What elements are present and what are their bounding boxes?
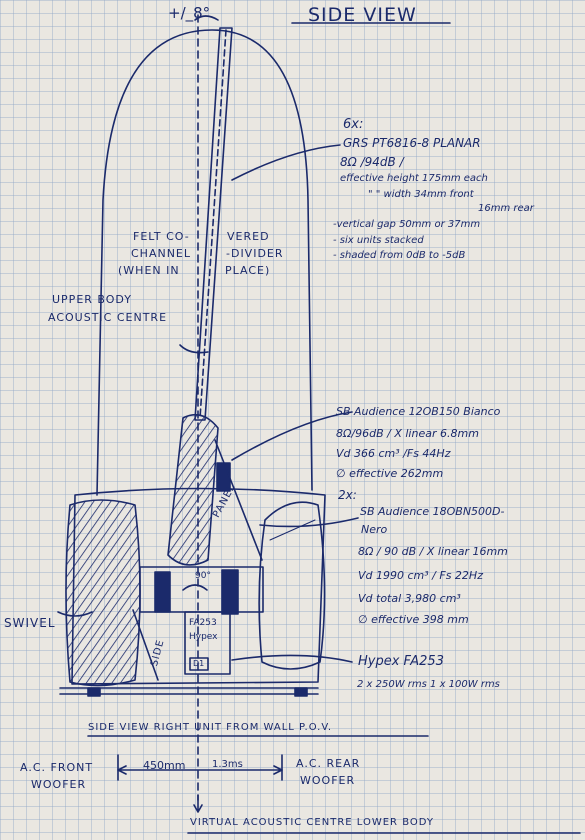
swivel-label: SWIVEL [4, 616, 56, 630]
angle-arc [194, 15, 219, 21]
front-woofer-line-1: A.C. FRONT [20, 761, 94, 774]
dimension-arrow-left [117, 765, 283, 775]
bottom-caption: SIDE VIEW RIGHT UNIT FROM WALL P.O.V. [88, 722, 333, 733]
amp-small-label: D1 [193, 659, 205, 668]
nero-leader [259, 517, 359, 528]
ninety-degree-label: 90° [195, 571, 211, 581]
upper-centre-leader [179, 344, 209, 354]
planar-impedance: 8Ω /94dB / [340, 155, 404, 169]
ninety-degree-arc [182, 584, 208, 591]
bianco-spec-3: ∅ effective 262mm [336, 467, 444, 480]
front-woofer [65, 499, 141, 687]
nero-spec-1: 8Ω / 90 dB / X linear 16mm [358, 545, 508, 558]
magnet-right [221, 569, 239, 615]
nero-spec-4: ∅ effective 398 mm [358, 613, 469, 626]
rear-woofer-line-2: WOOFER [300, 774, 356, 787]
nero-spec-2: Vd 1990 cm³ / Fs 22Hz [358, 569, 483, 582]
planar-shaded: - shaded from 0dB to -5dB [333, 250, 466, 261]
amp-box [184, 611, 231, 675]
planar-leader [231, 144, 341, 181]
amp-box-line-2: Hypex [189, 632, 218, 642]
bianco-driver [167, 413, 219, 566]
nero-model-2: Nero [361, 523, 388, 536]
foot-right [294, 687, 308, 697]
front-woofer-line-2: WOOFER [31, 778, 87, 791]
planar-width-front: " " width 34mm front [368, 189, 474, 200]
planar-vertical-gap: -vertical gap 50mm or 37mm [333, 219, 481, 230]
angle-label: +/_8° [168, 4, 211, 22]
bianco-leader [231, 411, 353, 461]
planar-count: 6x: [343, 117, 364, 132]
bianco-model: SB Audience 12OB150 Bianco [336, 405, 501, 418]
hypex-leader [231, 654, 353, 663]
felt-line-1b: VERED [227, 230, 270, 243]
planar-effective-height: effective height 175mm each [340, 173, 488, 184]
planar-width-rear: 16mm rear [478, 203, 534, 214]
planar-stacked: - six units stacked [333, 235, 424, 246]
felt-line-2a: CHANNEL [131, 247, 192, 260]
nero-spec-3: Vd total 3,980 cm³ [358, 592, 461, 605]
felt-line-3a: (WHEN IN [118, 264, 180, 277]
hypex-model: Hypex FA253 [358, 654, 444, 669]
time-label: 1.3ms [212, 759, 243, 770]
swivel-leader [57, 611, 93, 617]
upper-body-line-2: ACOUSTIC CENTRE [48, 311, 168, 324]
upper-body-outline [96, 29, 313, 496]
felt-line-1a: FELT CO- [133, 230, 190, 243]
virtual-centre-arrow [193, 794, 203, 813]
magnet-left [154, 571, 171, 613]
hypex-power: 2 x 250W rms 1 x 100W rms [357, 679, 500, 690]
planar-model: GRS PT6816-8 PLANAR [343, 136, 481, 150]
bianco-spec-1: 8Ω/96dB / X linear 6.8mm [336, 427, 479, 440]
virtual-centre-label: VIRTUAL ACOUSTIC CENTRE LOWER BODY [190, 817, 435, 828]
rear-woofer [258, 501, 326, 670]
foot-left [87, 687, 101, 697]
panel-slant [214, 439, 263, 561]
rear-woofer-line-1: A.C. REAR [296, 757, 361, 770]
bianco-spec-2: Vd 366 cm³ /Fs 44Hz [336, 447, 451, 460]
felt-line-3b: PLACE) [225, 264, 271, 277]
planar-center-line [199, 29, 227, 419]
rear-woofer-hatch-hint [269, 519, 316, 541]
felt-line-2b: -DIVIDER [226, 247, 284, 260]
amp-box-line-1: FA253 [189, 618, 217, 628]
upper-body-line-1: UPPER BODY [52, 293, 133, 306]
nero-count: 2x: [338, 488, 357, 502]
nero-model: SB Audience 18OBN500D- [360, 505, 505, 518]
distance-label: 450mm [143, 759, 186, 772]
diagram-title: SIDE VIEW [308, 4, 417, 26]
amp-small-box [189, 657, 209, 671]
